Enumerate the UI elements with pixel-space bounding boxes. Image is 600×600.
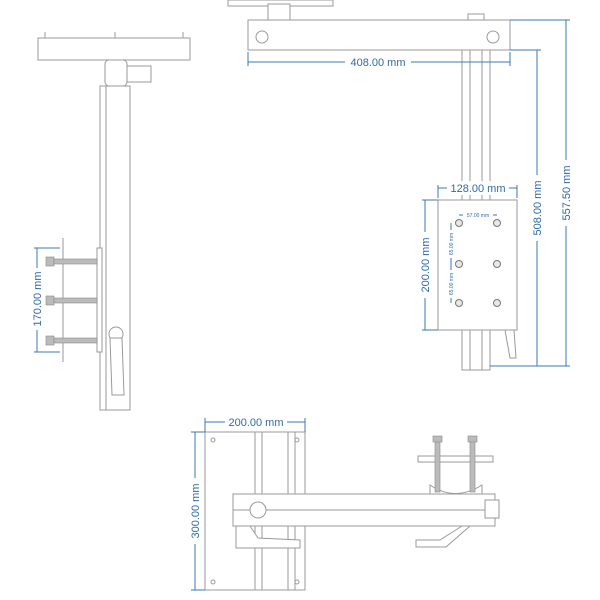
dimension-wall-plate-height: 300.00 mm bbox=[188, 431, 205, 591]
svg-text:408.00 mm: 408.00 mm bbox=[350, 57, 405, 69]
dimension-wall-plate-width: 200.00 mm bbox=[204, 415, 306, 432]
svg-text:200.00 mm: 200.00 mm bbox=[228, 417, 283, 429]
ceiling-pivot bbox=[267, 3, 291, 21]
arm-handle-right bbox=[415, 525, 472, 548]
arm-knob bbox=[249, 501, 267, 519]
clamp-plate bbox=[96, 247, 103, 353]
mounting-plate bbox=[437, 199, 518, 331]
pivot-knob bbox=[126, 65, 152, 83]
svg-text:300.00 mm: 300.00 mm bbox=[190, 483, 202, 538]
svg-text:508.00 mm: 508.00 mm bbox=[532, 180, 544, 235]
clamp-bolts bbox=[45, 256, 98, 346]
arm-handle-left bbox=[235, 525, 301, 549]
plate-handle bbox=[504, 329, 517, 359]
top-view: 200.00 mm 300.00 mm bbox=[188, 415, 500, 591]
dimension-arm-length: 408.00 mm bbox=[247, 52, 511, 69]
dimension-clamp-height: 170.00 mm bbox=[30, 247, 60, 353]
svg-text:200.00 mm: 200.00 mm bbox=[420, 237, 432, 292]
dimension-drop-height: 508.00 mm bbox=[490, 49, 544, 367]
dimension-plate-width: 128.00 mm bbox=[437, 181, 518, 198]
svg-text:170.00 mm: 170.00 mm bbox=[32, 271, 44, 326]
side-view: 170.00 mm bbox=[30, 32, 191, 411]
clamp-handle bbox=[109, 337, 125, 396]
dimension-total-height: 557.50 mm bbox=[510, 19, 573, 367]
dimension-plate-height: 200.00 mm bbox=[418, 199, 438, 331]
svg-text:557.50 mm: 557.50 mm bbox=[561, 165, 573, 220]
top-plate bbox=[37, 37, 191, 61]
front-view: 408.00 mm 128.00 mm 57.00 mm 65.00 mm 65… bbox=[227, 0, 573, 371]
horizontal-arm bbox=[247, 19, 511, 51]
svg-text:128.00 mm: 128.00 mm bbox=[450, 183, 505, 195]
mounting-holes bbox=[455, 219, 501, 307]
svg-text:57.00 mm: 57.00 mm bbox=[467, 213, 489, 219]
dimension-hole-spacing: 57.00 mm 65.00 mm 65.00 mm bbox=[448, 212, 497, 303]
pole-clamp bbox=[417, 435, 494, 495]
pivot-joint bbox=[104, 59, 128, 87]
svg-text:65.00 mm: 65.00 mm bbox=[449, 273, 455, 295]
svg-text:65.00 mm: 65.00 mm bbox=[449, 233, 455, 255]
